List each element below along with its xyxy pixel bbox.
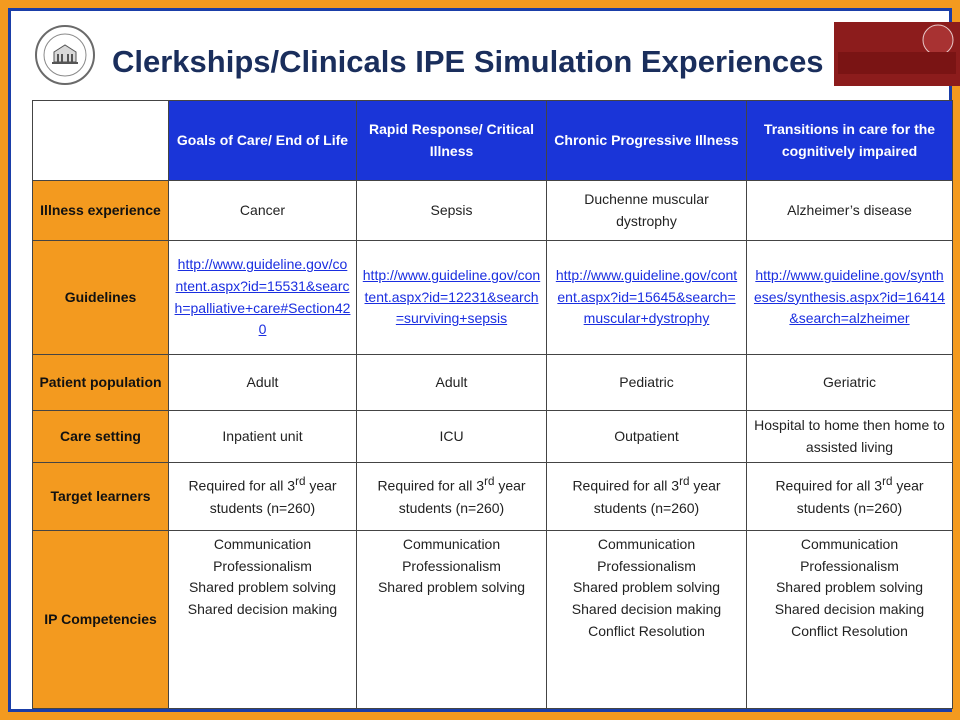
competency-item: Professionalism xyxy=(402,557,501,574)
competency-item: Communication xyxy=(597,536,696,552)
column-header: Transitions in care for the cognitively … xyxy=(746,100,953,181)
table-cell: Required for all 3rd year students (n=26… xyxy=(546,462,747,531)
guideline-link[interactable]: http://www.guideline.gov/content.aspx?id… xyxy=(555,266,738,327)
competency-item: Shared problem solving xyxy=(377,579,526,596)
table-cell: ICU xyxy=(356,410,547,463)
competency-item: Conflict Resolution xyxy=(588,622,705,639)
competency-item: Shared decision making xyxy=(187,601,338,618)
column-header: Rapid Response/ Critical Illness xyxy=(356,100,547,181)
table-cell: http://www.guideline.gov/content.aspx?id… xyxy=(168,240,357,355)
table-cell: Communication Professionalism Shared pro… xyxy=(356,530,547,709)
row-header-care-setting: Care setting xyxy=(32,410,169,463)
table-cell: Communication Professionalism Shared pro… xyxy=(168,530,357,709)
ipe-simulation-table: Goals of Care/ End of Life Rapid Respons… xyxy=(32,100,953,709)
table-cell: Communication Professionalism Shared pro… xyxy=(546,530,747,709)
table-cell: http://www.guideline.gov/content.aspx?id… xyxy=(356,240,547,355)
table-cell: Required for all 3rd year students (n=26… xyxy=(746,462,953,531)
row-header-target-learners: Target learners xyxy=(32,462,169,531)
competency-item: Shared decision making xyxy=(774,601,925,618)
competency-item: Conflict Resolution xyxy=(791,622,908,639)
competency-item: Shared decision making xyxy=(571,601,722,618)
row-header-ip-competencies: IP Competencies xyxy=(32,530,169,709)
competency-item: Shared problem solving xyxy=(775,579,924,596)
competency-item: Communication xyxy=(402,536,501,552)
josiah-macy-foundation-logo-icon xyxy=(834,22,960,86)
row-header-illness-experience: Illness experience xyxy=(32,180,169,241)
table-cell: Adult xyxy=(168,354,357,411)
corner-cell xyxy=(32,100,169,181)
guideline-link[interactable]: http://www.guideline.gov/content.aspx?id… xyxy=(362,266,541,327)
guideline-link[interactable]: http://www.guideline.gov/content.aspx?id… xyxy=(174,256,351,338)
table-row: Patient population Adult Adult Pediatric… xyxy=(32,354,953,411)
table-row: Target learners Required for all 3rd yea… xyxy=(32,462,953,531)
competency-item: Shared problem solving xyxy=(572,579,721,596)
table-header-row: Goals of Care/ End of Life Rapid Respons… xyxy=(32,100,953,181)
table-cell: http://www.guideline.gov/syntheses/synth… xyxy=(746,240,953,355)
university-of-virginia-seal-icon xyxy=(35,25,95,85)
table-cell: Adult xyxy=(356,354,547,411)
competency-item: Communication xyxy=(800,536,899,552)
table-cell: Sepsis xyxy=(356,180,547,241)
table-cell: Inpatient unit xyxy=(168,410,357,463)
table-cell: Pediatric xyxy=(546,354,747,411)
table-cell: Outpatient xyxy=(546,410,747,463)
competency-item: Professionalism xyxy=(213,557,312,574)
competency-item: Professionalism xyxy=(800,557,899,574)
page-title: Clerkships/Clinicals IPE Simulation Expe… xyxy=(112,44,824,79)
table-row: Illness experience Cancer Sepsis Duchenn… xyxy=(32,180,953,241)
table-row: Guidelines http://www.guideline.gov/cont… xyxy=(32,240,953,355)
table-cell: Required for all 3rd year students (n=26… xyxy=(356,462,547,531)
row-header-patient-population: Patient population xyxy=(32,354,169,411)
table-cell: Hospital to home then home to assisted l… xyxy=(746,410,953,463)
table-row: IP Competencies Communication Profession… xyxy=(32,530,953,709)
table-cell: Cancer xyxy=(168,180,357,241)
table-cell: Duchenne muscular dystrophy xyxy=(546,180,747,241)
column-header: Chronic Progressive Illness xyxy=(546,100,747,181)
table-cell: Required for all 3rd year students (n=26… xyxy=(168,462,357,531)
table-cell: Geriatric xyxy=(746,354,953,411)
competency-item: Communication xyxy=(213,536,312,552)
column-header: Goals of Care/ End of Life xyxy=(168,100,357,181)
row-header-guidelines: Guidelines xyxy=(32,240,169,355)
table-row: Care setting Inpatient unit ICU Outpatie… xyxy=(32,410,953,463)
competency-item: Professionalism xyxy=(597,557,696,574)
competency-item: Shared problem solving xyxy=(188,579,337,596)
table-cell: Communication Professionalism Shared pro… xyxy=(746,530,953,709)
table-cell: http://www.guideline.gov/content.aspx?id… xyxy=(546,240,747,355)
guideline-link[interactable]: http://www.guideline.gov/syntheses/synth… xyxy=(753,266,946,327)
table-cell: Alzheimer’s disease xyxy=(746,180,953,241)
